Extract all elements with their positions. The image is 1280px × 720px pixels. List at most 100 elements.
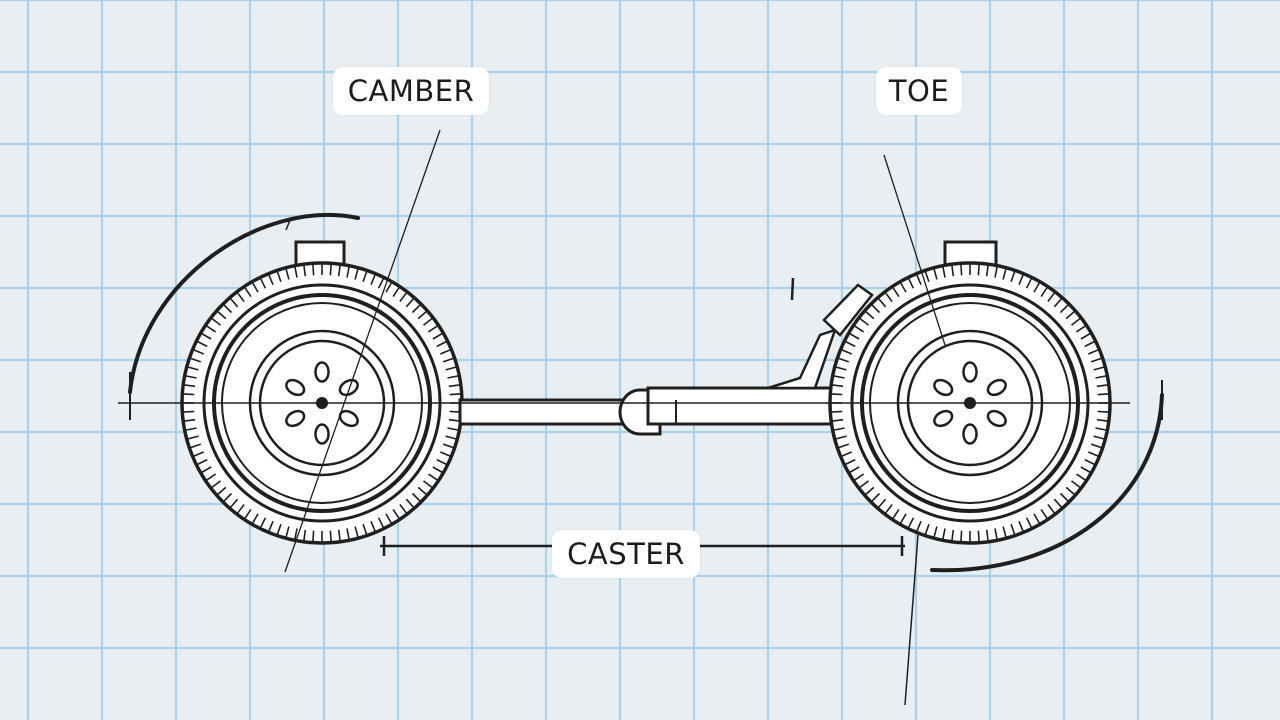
tread-tick xyxy=(838,357,850,363)
tread-tick xyxy=(411,304,421,314)
tread-tick xyxy=(1025,517,1033,529)
tread-tick xyxy=(370,520,376,532)
tread-tick xyxy=(354,526,359,538)
lug-nut xyxy=(986,409,1007,428)
tread-tick xyxy=(871,304,881,314)
tread-tick xyxy=(392,508,400,520)
tread-tick xyxy=(1002,526,1007,538)
lug-nut xyxy=(285,378,306,397)
tread-tick xyxy=(285,268,290,280)
tread-tick xyxy=(1096,384,1108,388)
tread-tick xyxy=(1084,340,1096,348)
tread-tick xyxy=(216,310,227,320)
tread-tick xyxy=(831,393,843,396)
tread-tick xyxy=(303,529,307,541)
tread-tick xyxy=(831,410,843,413)
camber-mark xyxy=(281,218,292,231)
tread-tick xyxy=(432,466,443,474)
tread-tick xyxy=(916,274,922,286)
tread-tick xyxy=(276,271,282,283)
tread-tick xyxy=(362,523,368,535)
tread-tick xyxy=(1018,274,1024,286)
tread-tick xyxy=(977,530,980,542)
tread-tick xyxy=(329,264,332,276)
caster-label: CASTER xyxy=(552,530,700,578)
tread-tick xyxy=(1018,520,1024,532)
tread-tick xyxy=(849,332,860,340)
tread-tick xyxy=(196,340,208,348)
lug-nut xyxy=(962,361,978,383)
tread-tick xyxy=(859,480,869,489)
tread-tick xyxy=(832,384,844,388)
tread-tick xyxy=(924,523,930,535)
left-lug-nuts xyxy=(285,361,359,445)
tread-tick xyxy=(1087,451,1099,457)
tread-tick xyxy=(442,357,454,363)
tread-tick xyxy=(183,393,195,396)
tread-tick xyxy=(442,443,454,449)
tread-tick xyxy=(942,266,946,278)
tread-tick xyxy=(211,480,221,489)
toe-arc xyxy=(930,393,1164,573)
right-lug-nuts xyxy=(933,361,1007,445)
tread-tick xyxy=(251,513,259,524)
lug-nut xyxy=(933,409,954,428)
tread-tick xyxy=(185,427,197,431)
tread-tick xyxy=(184,418,196,422)
tread-tick xyxy=(190,357,202,363)
tread-tick xyxy=(423,480,433,489)
tread-tick xyxy=(448,384,460,388)
tread-tick xyxy=(1071,480,1081,489)
tread-tick xyxy=(201,332,212,340)
tread-tick xyxy=(216,486,227,496)
tread-tick xyxy=(251,282,259,293)
tread-tick xyxy=(439,349,451,355)
tread-tick xyxy=(423,317,433,326)
tread-tick xyxy=(447,375,459,379)
tread-tick xyxy=(377,517,385,529)
tread-tick xyxy=(193,451,205,457)
tread-tick xyxy=(1059,304,1069,314)
tread-tick xyxy=(951,529,955,541)
tread-tick xyxy=(1047,292,1056,302)
tread-tick xyxy=(285,526,290,538)
tread-tick xyxy=(187,435,199,440)
tread-tick xyxy=(1053,297,1063,308)
tread-tick xyxy=(183,410,195,413)
tread-tick xyxy=(1065,310,1076,320)
tread-tick xyxy=(853,325,865,333)
lug-nut xyxy=(285,409,306,428)
tread-tick xyxy=(276,523,282,535)
tread-tick xyxy=(977,264,980,276)
tread-tick xyxy=(1033,513,1041,524)
stray-mark xyxy=(790,277,795,301)
tread-tick xyxy=(244,508,252,520)
tread-tick xyxy=(445,435,457,440)
tread-tick xyxy=(223,304,233,314)
tread-tick xyxy=(864,310,875,320)
tread-tick xyxy=(871,492,881,502)
steering-knuckle xyxy=(822,283,874,337)
tread-tick xyxy=(916,520,922,532)
camber-leader-line xyxy=(284,129,441,573)
tread-tick xyxy=(445,366,457,371)
tread-tick xyxy=(436,458,448,466)
tread-tick xyxy=(417,310,428,320)
tread-tick xyxy=(832,418,844,422)
tread-tick xyxy=(1010,271,1016,283)
tread-tick xyxy=(877,297,887,308)
tread-tick xyxy=(449,393,461,396)
tread-tick xyxy=(1097,393,1109,396)
tread-tick xyxy=(994,528,998,540)
axle-left-tube xyxy=(458,398,630,426)
tread-tick xyxy=(294,528,298,540)
right-tyre-tab xyxy=(943,240,998,265)
tread-tick xyxy=(849,466,860,474)
tread-tick xyxy=(193,349,205,355)
tread-tick xyxy=(960,530,963,542)
tread-tick xyxy=(841,451,853,457)
tread-tick xyxy=(1040,508,1048,520)
tread-tick xyxy=(1040,286,1048,298)
tread-tick xyxy=(907,517,915,529)
